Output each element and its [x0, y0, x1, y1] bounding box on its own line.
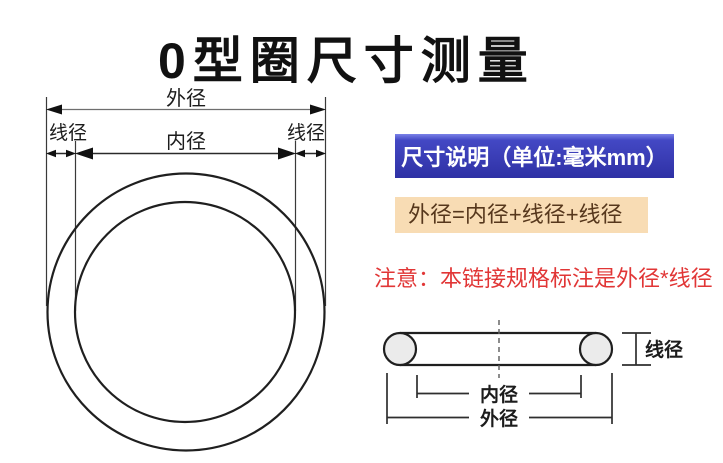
size-explanation-header: 尺寸说明（单位:毫米mm）: [395, 134, 674, 178]
o-ring-inner-circle: [73, 200, 297, 424]
side-view-right-cross-section: [578, 331, 614, 367]
front-outer-diameter-label: 外径: [166, 87, 206, 110]
arrowhead-right: [310, 104, 326, 115]
side-view-diagram: 线径 内径 外径: [382, 320, 683, 430]
arrowhead-left: [46, 104, 62, 115]
arrowhead-right: [278, 147, 296, 160]
side-inner-diameter-dimension: [416, 375, 582, 398]
o-ring-outer-circle: [46, 172, 326, 452]
front-view-diagram: 外径 线径 线径 内径: [45, 87, 327, 452]
side-outer-diameter-label: 外径: [480, 407, 518, 430]
wire-diameter-arrow-left: [46, 149, 76, 158]
inner-diameter-arrow: [75, 147, 296, 160]
diameter-formula-box: 外径=内径+线径+线径: [395, 197, 648, 233]
side-wire-diameter-bracket: [622, 332, 651, 366]
arrowhead-left: [75, 147, 93, 160]
diameter-formula-text: 外径=内径+线径+线径: [408, 202, 623, 227]
side-inner-diameter-label: 内径: [480, 383, 518, 406]
front-wire-diameter-label-right: 线径: [287, 122, 325, 144]
front-inner-diameter-label: 内径: [166, 130, 206, 153]
side-view-left-cross-section: [382, 331, 418, 367]
side-outer-diameter-dimension: [386, 373, 613, 424]
size-explanation-header-text: 尺寸说明（单位:毫米mm）: [401, 145, 668, 170]
wire-diameter-arrow-right: [295, 149, 326, 158]
outer-diameter-arrow: [46, 104, 326, 115]
spec-notation-note: 注意：本链接规格标注是外径*线径: [374, 266, 713, 291]
side-wire-diameter-label: 线径: [645, 338, 683, 361]
front-wire-diameter-label-left: 线径: [49, 122, 87, 144]
page-title: 0型圈尺寸测量: [158, 33, 535, 89]
